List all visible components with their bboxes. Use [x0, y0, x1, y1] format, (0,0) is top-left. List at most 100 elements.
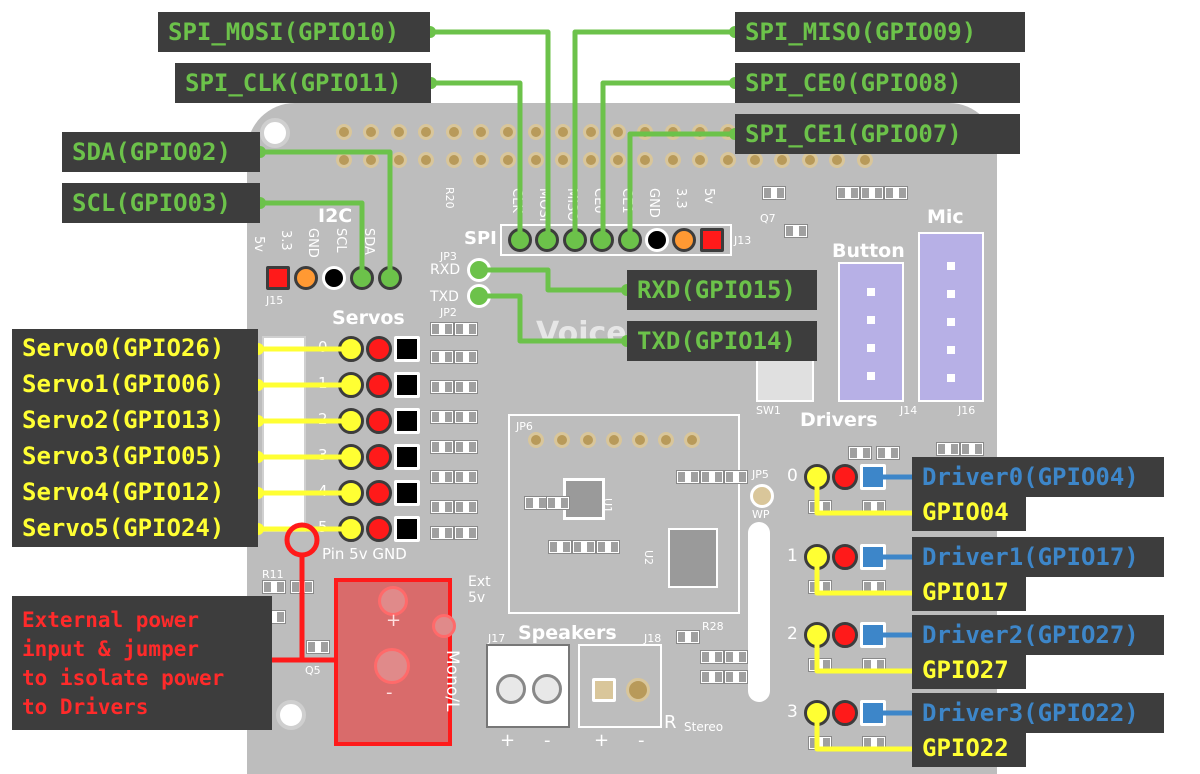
servo-5v-pad — [366, 444, 392, 470]
mic-connector — [918, 232, 984, 402]
gpio-header-hole — [692, 152, 709, 168]
mic-chip — [563, 478, 605, 520]
servo-gnd-pad — [394, 408, 420, 434]
external-power-line-3: to isolate power — [22, 666, 225, 690]
servo-label: Servo5(GPIO24) — [12, 509, 258, 547]
slot — [748, 522, 770, 702]
smd-resistor — [430, 470, 454, 484]
smd-resistor — [262, 580, 286, 594]
amp-chip — [668, 528, 718, 588]
txd-label: TXD(GPIO14) — [627, 321, 817, 361]
jp5-pad — [750, 484, 774, 508]
speaker-mono-pad-minus — [532, 674, 562, 704]
servo-5v-pad — [366, 480, 392, 506]
servo-gnd-pad — [394, 444, 420, 470]
gpio-header-hole — [582, 152, 599, 168]
gpio-header-hole — [555, 124, 572, 140]
gpio-header-hole — [418, 124, 435, 140]
driver-label: Driver2(GPIO27) — [912, 615, 1164, 655]
i2c-pin-gnd-pad — [322, 266, 346, 290]
external-power-line-2: input & jumper — [22, 637, 200, 661]
driver-number: 3 — [787, 702, 798, 722]
servo-signal-pad — [338, 480, 364, 506]
smd-resistor — [430, 322, 454, 336]
stereo-silk: Stereo — [684, 720, 724, 734]
wire-spi-miso — [572, 29, 735, 238]
j13-label: J13 — [734, 234, 752, 247]
speaker-stereo-plus: + — [594, 730, 610, 751]
driver-gpio-label: GPIO04 — [912, 493, 1026, 531]
module-hole — [632, 432, 648, 448]
j17-label: J17 — [488, 632, 506, 645]
gpio-header-hole — [610, 124, 626, 140]
wire-i2c-scl — [260, 200, 365, 278]
mounting-hole-top-left — [260, 118, 290, 148]
driver-number: 2 — [787, 624, 798, 644]
gpio-header-hole — [637, 152, 654, 168]
wire-driver-gpio — [814, 477, 912, 516]
smd-resistor — [860, 186, 884, 200]
r28-label: R28 — [702, 620, 724, 633]
voice-silk: Voice — [536, 316, 627, 351]
servo-5v-pad — [366, 372, 392, 398]
wire-driver-gpio — [814, 557, 912, 596]
jp5-label: JP5 — [752, 468, 769, 481]
servo-label: Servo3(GPIO05) — [12, 437, 258, 475]
smd-resistor — [848, 446, 872, 460]
gpio-header-hole — [664, 152, 681, 168]
smd-resistor — [572, 540, 596, 554]
smd-resistor — [784, 224, 808, 238]
smd-resistor — [724, 470, 748, 484]
gpio-header-hole — [527, 124, 544, 140]
driver-number: 1 — [787, 546, 798, 566]
smd-resistor — [596, 540, 620, 554]
servo-5v-pad — [366, 408, 392, 434]
servos-title: Servos — [332, 307, 405, 329]
smd-resistor — [454, 470, 478, 484]
external-power-label: External power input & jumper to isolate… — [12, 596, 272, 730]
power-terminal-minus-pad — [374, 648, 410, 684]
servo-label: Servo2(GPIO13) — [12, 401, 258, 439]
servo-label: Servo0(GPIO26) — [12, 329, 258, 367]
smd-resistor — [724, 670, 748, 684]
speaker-stereo-pad-plus — [592, 678, 616, 702]
smd-resistor — [430, 380, 454, 394]
gpio-header-hole — [582, 124, 599, 140]
power-terminal-plus-pad — [378, 586, 408, 616]
button-connector — [838, 262, 904, 402]
gpio-header-hole — [363, 124, 380, 140]
speaker-mono-minus: - — [544, 730, 551, 751]
spi-pin-pad — [699, 228, 724, 252]
driver-gpio-label: GPIO22 — [912, 729, 1026, 767]
scl-label: SCL(GPIO03) — [62, 183, 260, 223]
smd-resistor — [548, 540, 572, 554]
spi-clk-label: SPI_CLK(GPIO11) — [175, 63, 431, 103]
smd-resistor — [430, 410, 454, 424]
module-hole — [580, 432, 596, 448]
gpio-header-hole — [473, 124, 489, 140]
servo-gnd-pad — [394, 516, 420, 542]
spi-title: SPI — [464, 228, 497, 249]
gpio-header-hole — [473, 152, 489, 168]
drivers-title: Drivers — [800, 409, 878, 431]
r11-label: R11 — [262, 568, 284, 581]
speakers-title: Speakers — [518, 622, 617, 644]
jp2-label: JP2 — [440, 306, 457, 319]
smd-resistor — [936, 442, 960, 456]
smd-resistor — [454, 380, 478, 394]
rxd-silk: RXD — [430, 262, 461, 278]
q5-label: Q5 — [305, 664, 321, 677]
smd-resistor — [700, 650, 724, 664]
external-power-line-4: to Drivers — [22, 695, 149, 719]
smd-resistor — [676, 470, 700, 484]
spi-mosi-label: SPI_MOSI(GPIO10) — [158, 12, 430, 52]
smd-resistor — [430, 350, 454, 364]
wire-i2c-sda — [260, 149, 393, 278]
rxd-label: RXD(GPIO15) — [627, 270, 817, 310]
j16-label: J16 — [958, 404, 976, 417]
smd-resistor — [724, 650, 748, 664]
gpio-header-hole — [527, 152, 544, 168]
voice-module-outline — [508, 414, 740, 614]
